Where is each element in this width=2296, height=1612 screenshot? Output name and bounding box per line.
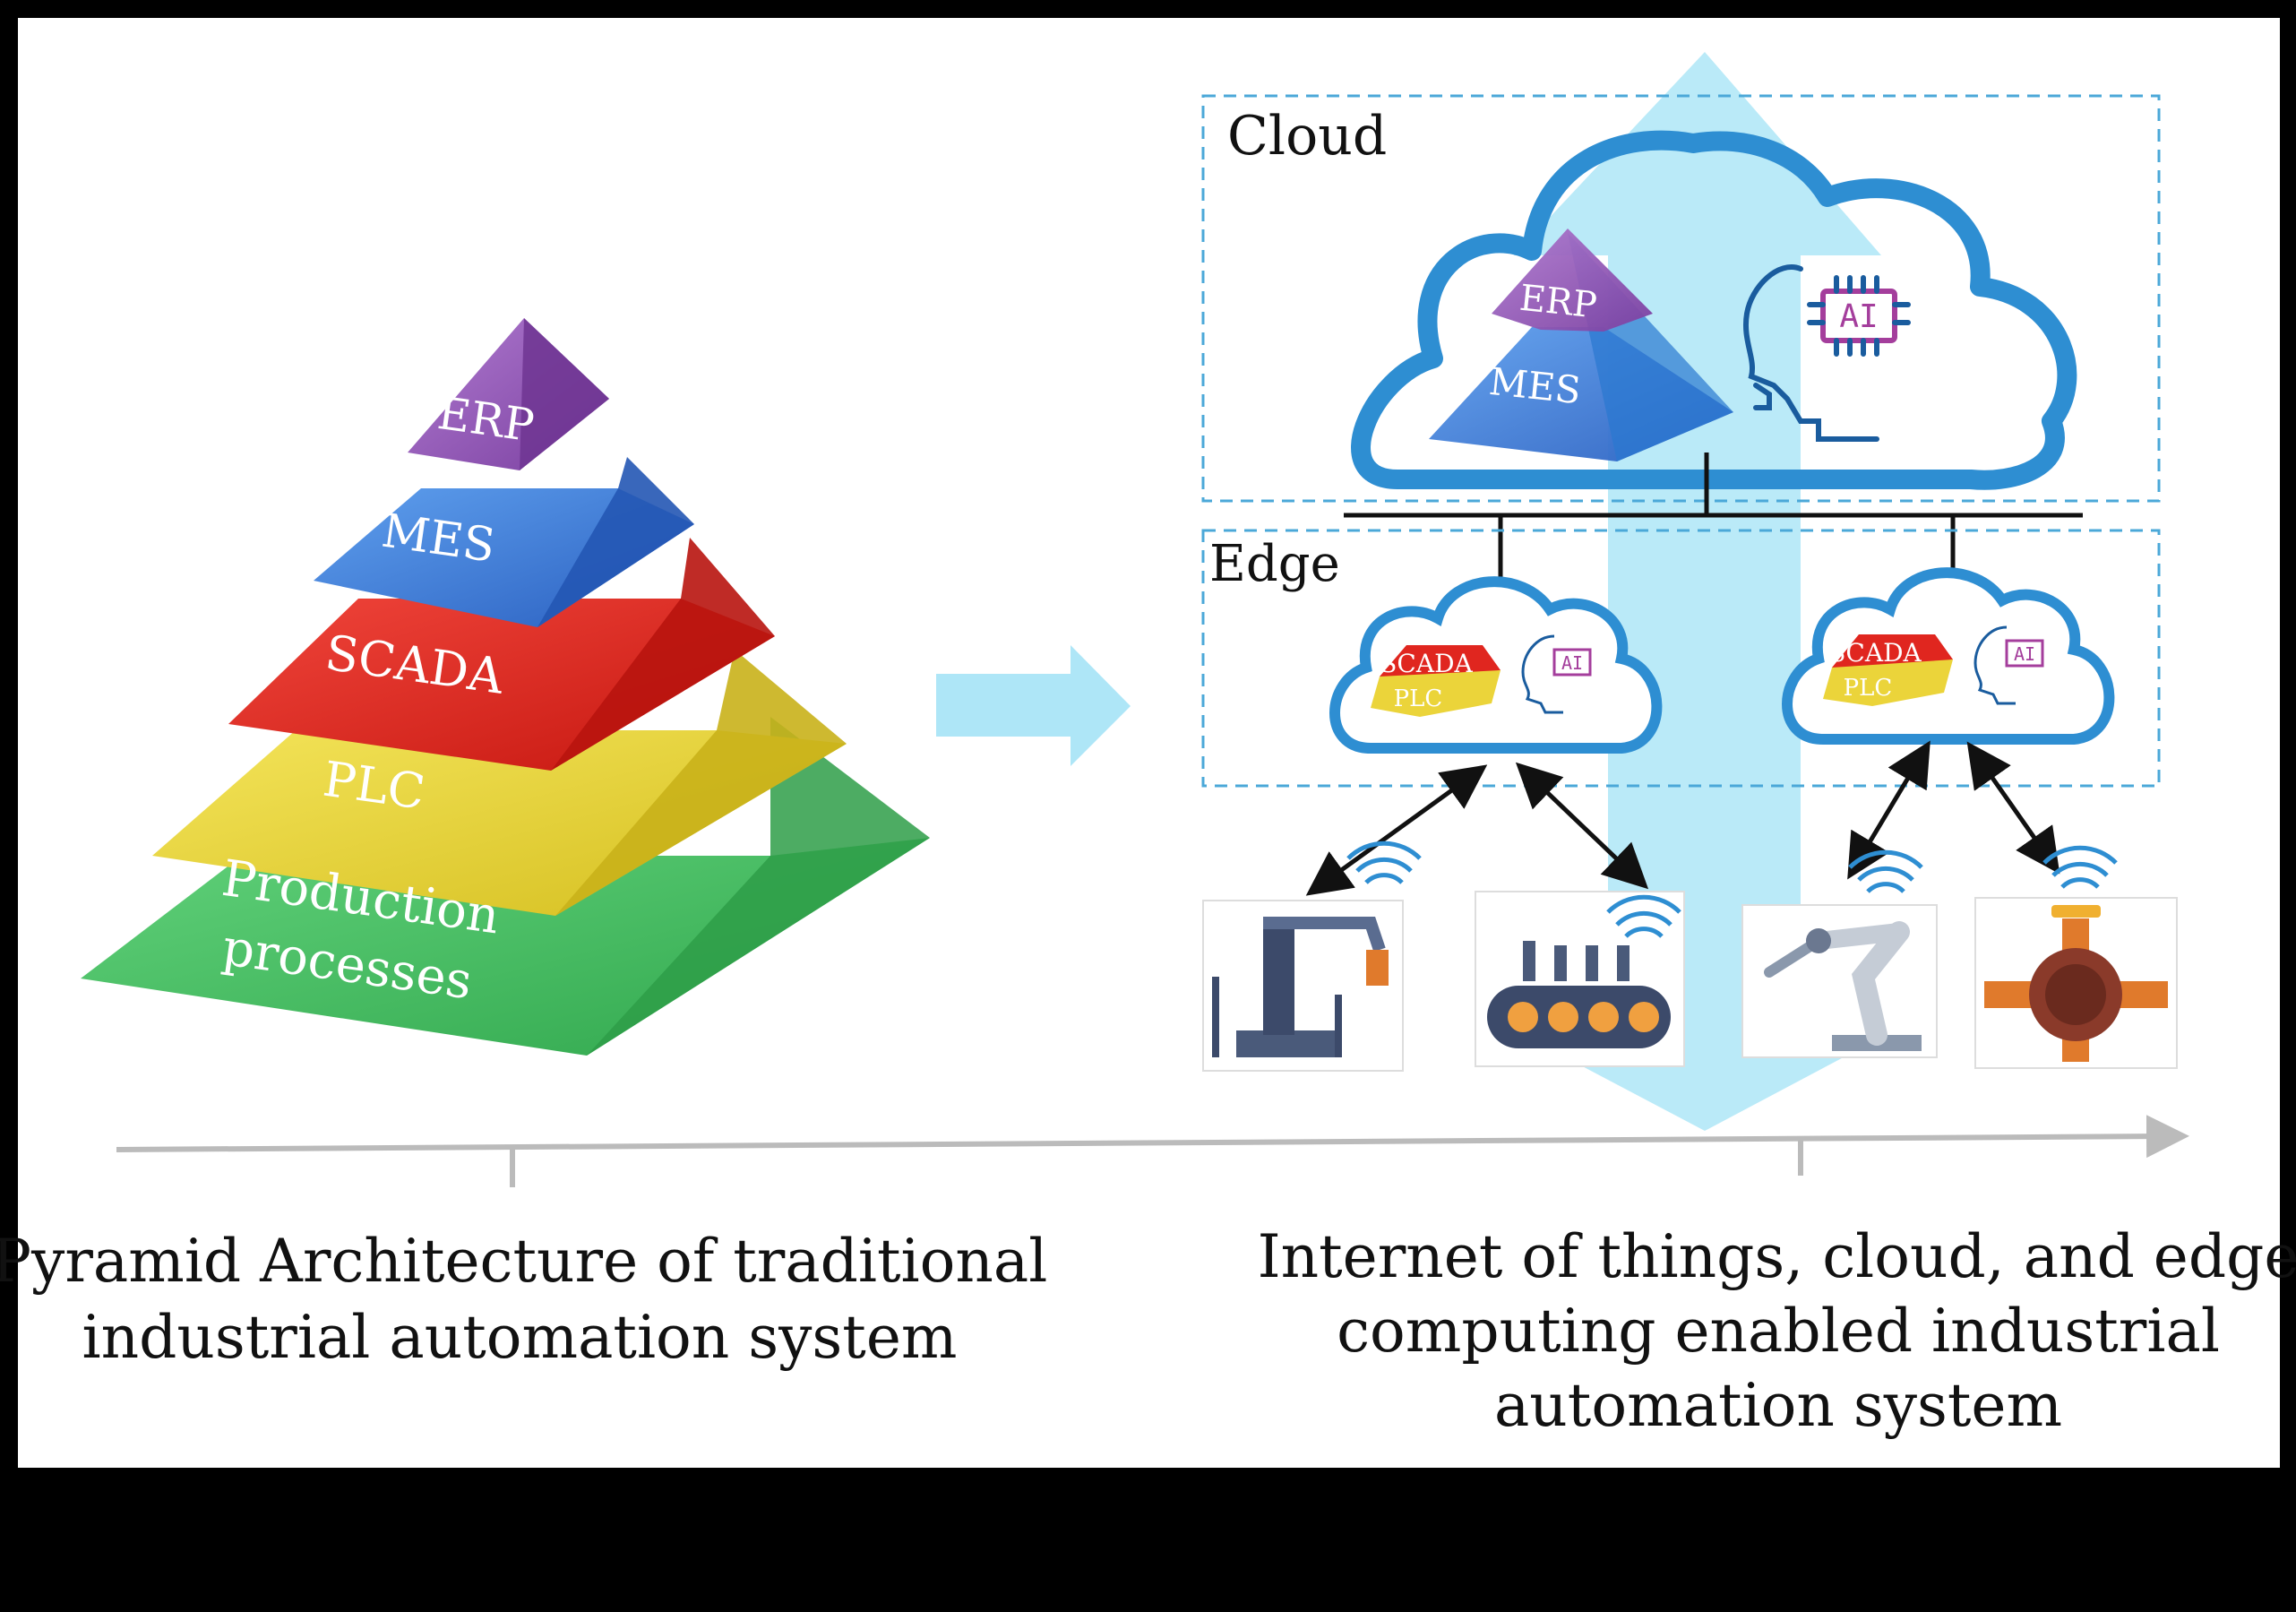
edge-node-1-ai-badge: AI (1561, 652, 1583, 674)
timeline-axis (116, 1115, 2189, 1187)
ai-head-icon: AI (1743, 264, 1911, 442)
edge-layer-title: Edge (1209, 535, 1340, 593)
right-caption-line3: automation system (1494, 1371, 2062, 1440)
edge-node-1-ai-icon: AI (1521, 634, 1592, 714)
cloud-pyramid: ERP MES (1429, 228, 1733, 461)
cloud-pyramid-mes: MES (1487, 359, 1583, 412)
ai-badge: AI (1839, 298, 1878, 335)
bottling-conveyor-icon (1475, 891, 1685, 1067)
cloud-shape (1351, 130, 2077, 490)
edge-node-2-scada: SCADA (1828, 638, 1922, 668)
right-caption-line1: Internet of things, cloud, and edge (1258, 1222, 2296, 1291)
edge-node-1-plc: PLC (1394, 685, 1443, 712)
pyramid-layer-plc (152, 730, 847, 916)
device-links (1305, 740, 2060, 896)
transition-arrow (936, 645, 1131, 766)
cloud-pyramid-erp: ERP (1518, 278, 1599, 327)
edge-node-1-scada: SCADA (1380, 649, 1473, 678)
pyramid-layer-production (81, 838, 930, 1056)
cloud-layer-box (1201, 94, 2161, 503)
left-caption-line1: Pyramid Architecture of traditional (0, 1227, 1047, 1296)
pipe-valve-icon (1974, 845, 2178, 1069)
cloud-layer-title: Cloud (1227, 105, 1387, 168)
pyramid-layer-scada (228, 599, 775, 771)
right-caption-line2: computing enabled industrial (1337, 1297, 2220, 1366)
data-flow-arrow (1514, 52, 1886, 1131)
crane-machine-icon (1202, 840, 1422, 1072)
edge-node-2: SCADA PLC AI (1782, 567, 2115, 745)
edge-node-2-ai-icon: AI (1974, 625, 2044, 705)
pyramid-label-plc: PLC (320, 751, 428, 821)
traditional-pyramid: ERP MES SCADA PLC Production processes (81, 318, 930, 1056)
edge-node-2-ai-badge: AI (2014, 643, 2035, 665)
edge-node-1: SCADA PLC AI (1329, 576, 1663, 754)
edge-layer-box (1201, 529, 2161, 788)
edge-node-2-plc: PLC (1844, 675, 1893, 702)
left-caption-line2: industrial automation system (82, 1303, 958, 1372)
robotic-arm-icon (1741, 849, 1938, 1058)
